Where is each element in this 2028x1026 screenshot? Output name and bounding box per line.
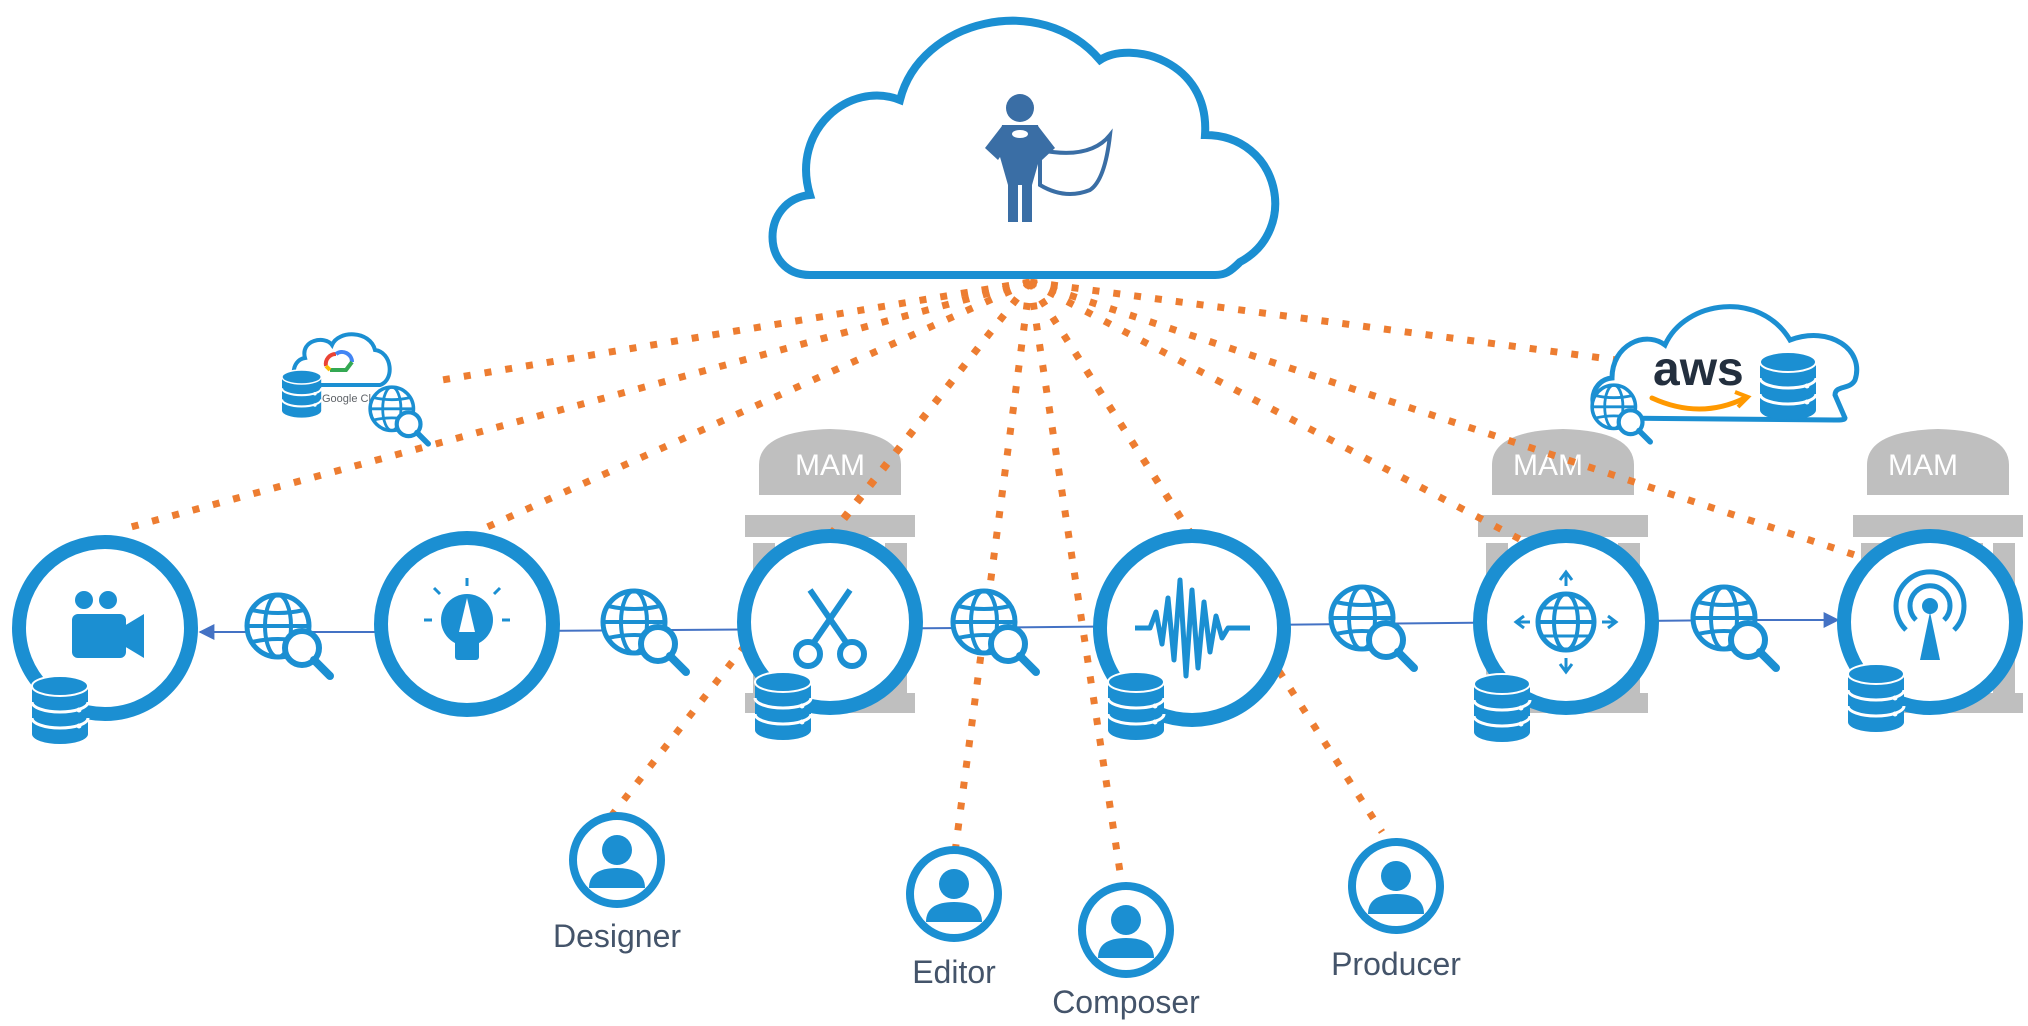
google-cloud-logo (323, 350, 354, 372)
connector-line (1029, 278, 1633, 366)
central-cloud (768, 16, 1280, 279)
mam-server-1: MAM (745, 429, 915, 713)
connector-line (1027, 280, 1385, 834)
aws-logo-text: aws (1653, 343, 1744, 396)
user-avatar-designer[interactable] (573, 816, 661, 904)
database-icon (1472, 672, 1532, 744)
audio-waveform-icon (1135, 577, 1250, 679)
superhero-icon (985, 94, 1113, 222)
connector-line (483, 278, 1032, 532)
globe-search-icon (370, 387, 428, 444)
database-icon (1846, 662, 1906, 734)
stage-node-video[interactable] (12, 535, 198, 746)
mam-label: MAM (795, 449, 865, 482)
connector-line (1028, 278, 1552, 559)
connector-line (1026, 281, 1126, 886)
database-icon (30, 674, 90, 746)
user-label-editor: Editor (912, 954, 996, 990)
broadcast-antenna-icon (1893, 569, 1967, 660)
stage-node-edit[interactable] (737, 529, 923, 742)
mam-label: MAM (1888, 449, 1958, 482)
database-icon (280, 368, 323, 419)
aws-smile-icon (1649, 395, 1748, 412)
google-cloud-badge: Google Cloud (280, 332, 428, 444)
user-label-composer: Composer (1052, 984, 1200, 1020)
connector-line (1028, 278, 1872, 564)
global-distribution-icon (1513, 569, 1619, 675)
globe-search-icon (1331, 587, 1414, 668)
user-avatar-producer[interactable] (1352, 842, 1440, 930)
user-label-producer: Producer (1331, 946, 1461, 982)
database-icon (1758, 350, 1818, 422)
idea-bulb-icon (424, 578, 510, 660)
user-label-designer: Designer (552, 918, 682, 954)
globe-search-icon (1693, 587, 1776, 668)
stage-node-broadcast[interactable] (1837, 529, 2023, 734)
user-avatar-composer[interactable] (1082, 886, 1170, 974)
aws-cloud-badge: aws (1592, 304, 1860, 442)
connector-line (429, 278, 1031, 386)
stage-node-audio[interactable] (1093, 529, 1291, 742)
mam-server-3: MAM (1853, 429, 2023, 713)
globe-search-icon (603, 591, 686, 672)
globe-search-icon (247, 595, 330, 676)
mam-label: MAM (1513, 449, 1583, 482)
user-avatar-editor[interactable] (910, 850, 998, 938)
scissors-icon (793, 588, 867, 669)
mam-server-2: MAM (1478, 429, 1648, 713)
globe-search-icon (953, 591, 1036, 672)
video-camera-icon (72, 591, 144, 658)
stage-node-idea[interactable] (374, 531, 560, 717)
stage-node-distribution[interactable] (1472, 529, 1659, 744)
database-icon (1106, 670, 1166, 742)
database-icon (753, 670, 813, 742)
